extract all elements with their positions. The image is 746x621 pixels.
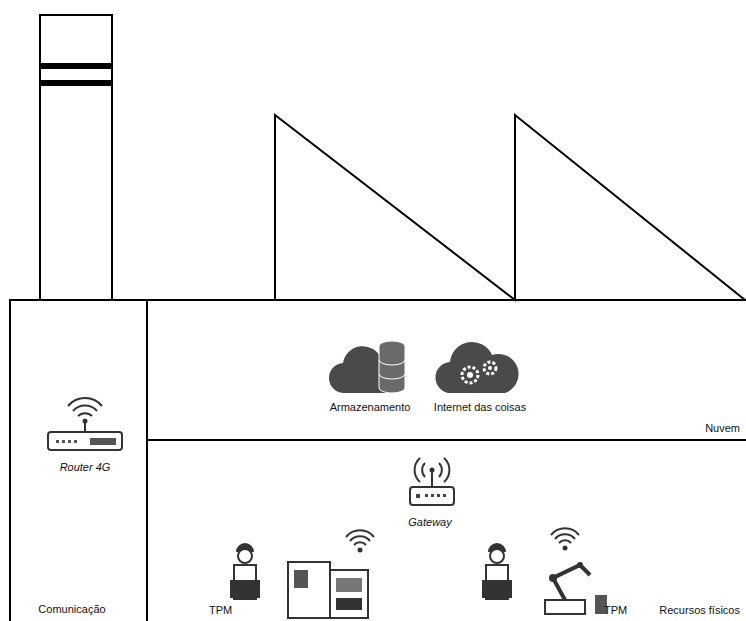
robot-arm-icon <box>545 528 607 614</box>
section-label: Recursos físicos <box>659 604 740 617</box>
icon-label: Gateway <box>408 516 451 529</box>
router-icon <box>48 398 122 450</box>
machine-icon <box>288 530 374 618</box>
building-wall <box>10 300 746 621</box>
icon-label: Armazenamento <box>330 401 411 414</box>
section-label: Nuvem <box>705 422 740 435</box>
band-divider <box>147 439 746 441</box>
cloud-band: Armazenamento Internet das coisasNuvem <box>147 300 746 440</box>
worker-icon <box>230 543 260 599</box>
section-label: Comunicação <box>38 603 105 616</box>
sawtooth-roof <box>275 115 745 300</box>
gateway-icon <box>410 458 454 505</box>
communication-column: Router 4G Comunicação <box>10 300 147 621</box>
physical-resources-band: GatewayTPM TPM Recursos físicos <box>147 440 746 621</box>
icon-label: Router 4G <box>60 461 111 474</box>
worker-icon <box>482 543 512 599</box>
worker-label: TPM <box>604 604 627 617</box>
iot-cloud-icon <box>435 342 518 393</box>
chimney-band <box>40 80 112 86</box>
column-divider <box>146 300 148 621</box>
chimney-band <box>40 63 112 69</box>
chimney <box>40 15 112 300</box>
factory-outline <box>10 15 746 621</box>
icon-label: Internet das coisas <box>434 401 526 414</box>
storage-cloud-icon <box>329 341 405 393</box>
worker-label: TPM <box>209 604 232 617</box>
